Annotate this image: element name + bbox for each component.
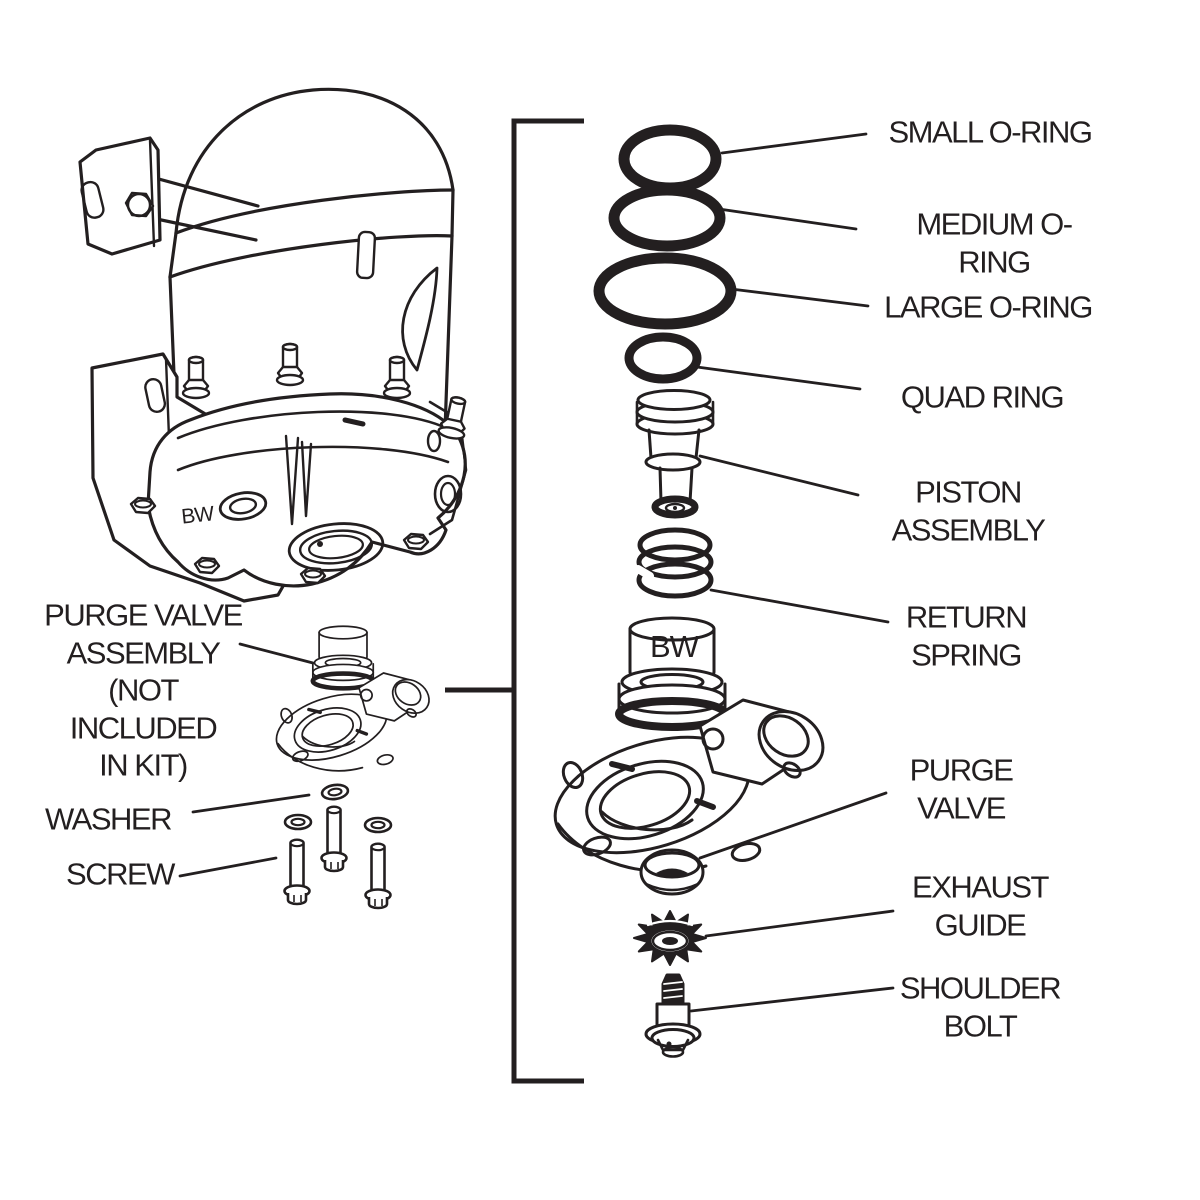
leader-piston <box>698 454 860 497</box>
purge-valve-assembly-small <box>268 626 435 772</box>
air-dryer-assembly: BW <box>78 87 474 603</box>
leader-medium-o-ring <box>717 207 858 231</box>
purge-valve-body-part: BW <box>541 618 834 874</box>
label-piston-assembly: PISTON ASSEMBLY <box>891 474 1046 548</box>
valve-brand-text: BW <box>650 629 700 664</box>
label-large-o-ring: LARGE O-RING <box>884 289 1093 325</box>
exploded-view-bracket <box>445 118 584 1084</box>
large-o-ring-part <box>593 252 737 330</box>
return-spring-part <box>634 527 714 599</box>
label-purge-valve-assembly-note: PURGE VALVE ASSEMBLY (NOT INCLUDED IN KI… <box>44 597 243 783</box>
leader-screw <box>178 856 278 878</box>
leader-washer <box>191 793 311 814</box>
label-washer: WASHER <box>45 801 172 837</box>
label-medium-o-ring: MEDIUM O-RING <box>916 206 1073 280</box>
base-nut <box>402 532 430 551</box>
label-screw: SCREW <box>66 856 175 892</box>
clamp-bolt <box>124 191 155 218</box>
leader-shoulder-bolt <box>689 986 895 1013</box>
shoulder-bolt-part <box>644 973 702 1058</box>
base-bolt <box>436 393 474 443</box>
label-quad-ring: QUAD RING <box>900 379 1065 415</box>
base-bolt <box>382 355 412 400</box>
leader-exhaust-guide <box>704 909 895 938</box>
base-bolt <box>181 355 211 400</box>
medium-o-ring-part <box>608 184 726 252</box>
label-shoulder-bolt: SHOULDER BOLT <box>899 970 1062 1044</box>
mounting-bracket-upper <box>78 136 260 256</box>
leader-large-o-ring <box>729 287 870 308</box>
canister <box>168 87 455 465</box>
base-nut <box>193 556 221 575</box>
leader-quad-ring <box>695 365 862 391</box>
base-nut <box>299 566 327 585</box>
leader-return-spring <box>709 588 890 624</box>
purge-valve-part <box>639 848 705 896</box>
label-return-spring: RETURN SPRING <box>905 599 1028 673</box>
exhaust-guide-part <box>633 910 707 966</box>
piston-assembly-part <box>635 389 715 519</box>
exploded-view: BW <box>541 124 834 1058</box>
quad-ring-part <box>624 332 702 384</box>
canister-brand-text: BW <box>180 502 215 528</box>
leader-lines <box>178 132 895 1013</box>
leader-purge-valve <box>698 791 888 860</box>
base-casting: BW <box>129 342 474 588</box>
leader-purge-valve-assembly <box>238 642 315 665</box>
label-small-o-ring: SMALL O-RING <box>888 114 1093 150</box>
label-purge-valve: PURGE VALVE <box>909 752 1014 826</box>
small-o-ring-part <box>618 124 722 194</box>
leader-small-o-ring <box>720 132 868 155</box>
base-nut <box>129 496 157 515</box>
base-bolt <box>275 342 305 387</box>
label-exhaust-guide: EXHAUST GUIDE <box>912 869 1049 943</box>
